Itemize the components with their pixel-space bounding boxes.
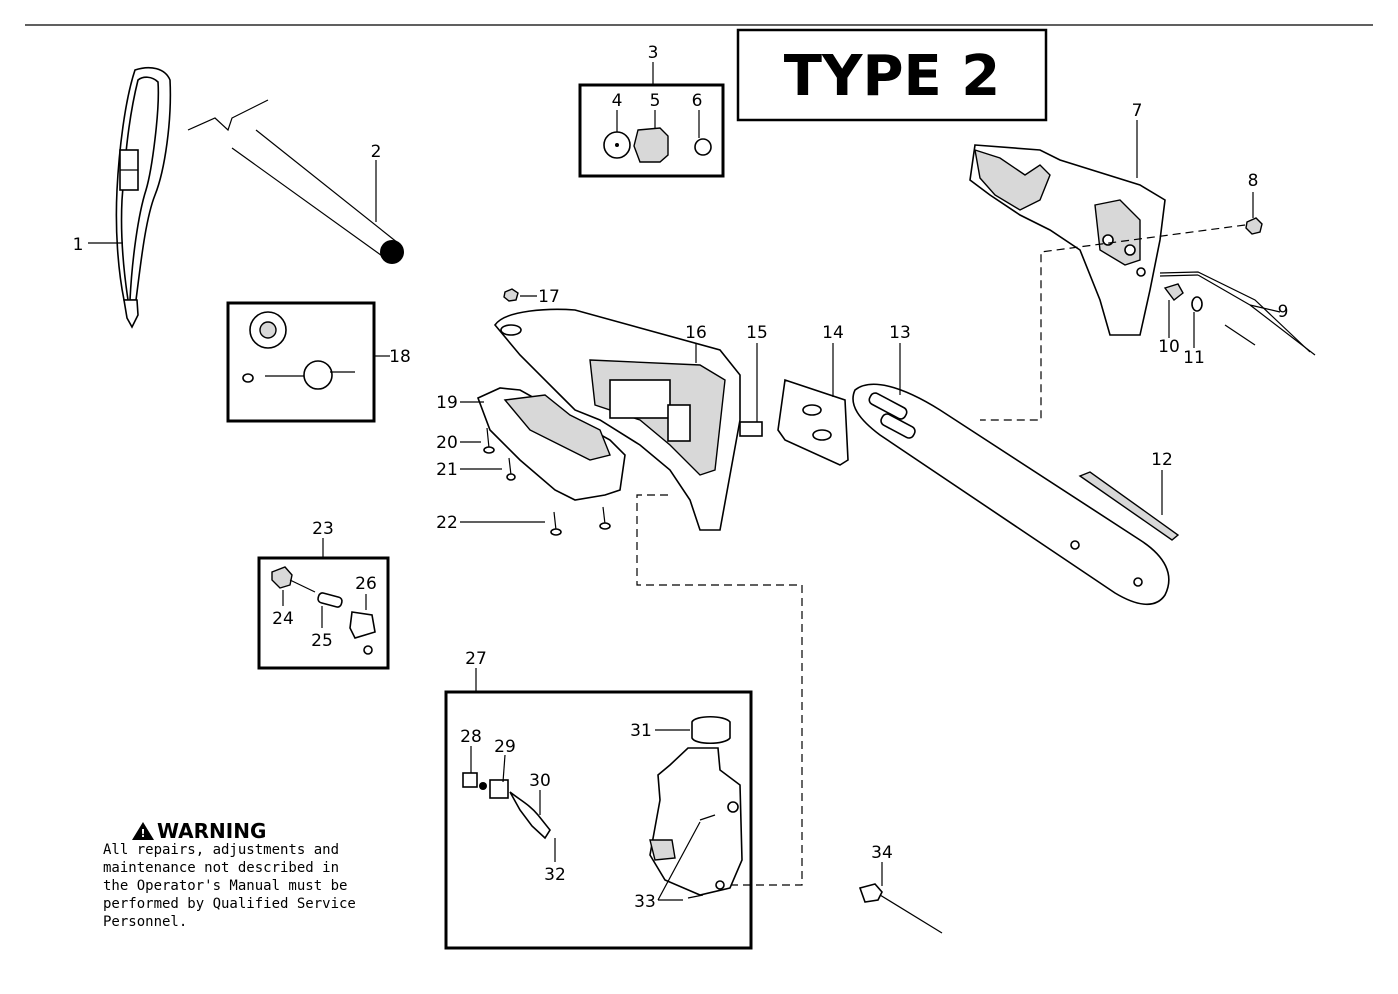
warning-notice: ! WARNING All repairs, adjustments and m… (103, 819, 356, 930)
callout-24: 24 (272, 609, 294, 629)
callout-23: 23 (312, 519, 334, 539)
callout-15: 15 (746, 323, 768, 343)
callout-12: 12 (1151, 450, 1173, 470)
stud-15-part (739, 343, 763, 437)
nut-8-part (1245, 192, 1263, 235)
callout-13: 13 (889, 323, 911, 343)
warning-line-1: All repairs, adjustments and (103, 842, 339, 858)
warning-line-3: the Operator's Manual must be (103, 878, 347, 894)
callout-33: 33 (634, 892, 656, 912)
callout-22: 22 (436, 513, 458, 533)
svg-text:!: ! (140, 827, 145, 840)
callout-6: 6 (692, 91, 703, 111)
bar-plate-part (777, 343, 849, 466)
callout-labels: 1 2 3 4 5 6 7 8 9 10 11 12 13 14 15 16 1… (73, 43, 1289, 912)
callout-10: 10 (1158, 337, 1180, 357)
callout-27: 27 (465, 649, 487, 669)
wrench-part (858, 862, 943, 934)
switch-kit-box (257, 538, 390, 670)
oil-tank-kit-box (444, 668, 753, 950)
strap-part (88, 66, 172, 329)
type-title-box: TYPE 2 (736, 28, 1048, 122)
callout-3: 3 (648, 43, 659, 63)
callout-29: 29 (494, 737, 516, 757)
callout-5: 5 (650, 91, 661, 111)
callout-30: 30 (529, 771, 551, 791)
callout-16: 16 (685, 323, 707, 343)
callout-20: 20 (436, 433, 458, 453)
callout-7: 7 (1132, 101, 1143, 121)
callout-9: 9 (1278, 302, 1289, 322)
callout-17: 17 (538, 287, 560, 307)
side-cover-part (460, 387, 626, 501)
callout-25: 25 (311, 631, 333, 651)
callout-21: 21 (436, 460, 458, 480)
screws-group (460, 427, 611, 536)
warning-triangle-icon (132, 822, 154, 840)
bracket-9-group (1159, 271, 1316, 356)
warning-line-2: maintenance not described in (103, 860, 339, 876)
warning-heading: WARNING (157, 819, 266, 843)
callout-18: 18 (389, 347, 411, 367)
drive-cover-part (494, 288, 741, 531)
type-title: TYPE 2 (784, 44, 1001, 109)
callout-8: 8 (1248, 171, 1259, 191)
warning-line-5: Personnel. (103, 914, 187, 930)
callout-4: 4 (612, 91, 623, 111)
guide-bar-part (852, 343, 1170, 605)
callout-28: 28 (460, 727, 482, 747)
pole-part (187, 99, 404, 264)
sprocket-kit-box (578, 62, 725, 178)
callout-19: 19 (436, 393, 458, 413)
connector-tank-to-bracket (636, 494, 803, 886)
callout-11: 11 (1183, 348, 1205, 368)
callout-32: 32 (544, 865, 566, 885)
motor-housing-part (969, 120, 1166, 336)
warning-line-4: performed by Qualified Service (103, 896, 356, 912)
saw-chain-part (1078, 470, 1180, 541)
callout-34: 34 (871, 843, 893, 863)
connector-bar-to-housing (980, 224, 1246, 421)
callout-14: 14 (822, 323, 844, 343)
callout-2: 2 (371, 142, 382, 162)
callout-1: 1 (73, 235, 84, 255)
callout-26: 26 (355, 574, 377, 594)
gear-kit-box (226, 301, 390, 423)
callout-31: 31 (630, 721, 652, 741)
